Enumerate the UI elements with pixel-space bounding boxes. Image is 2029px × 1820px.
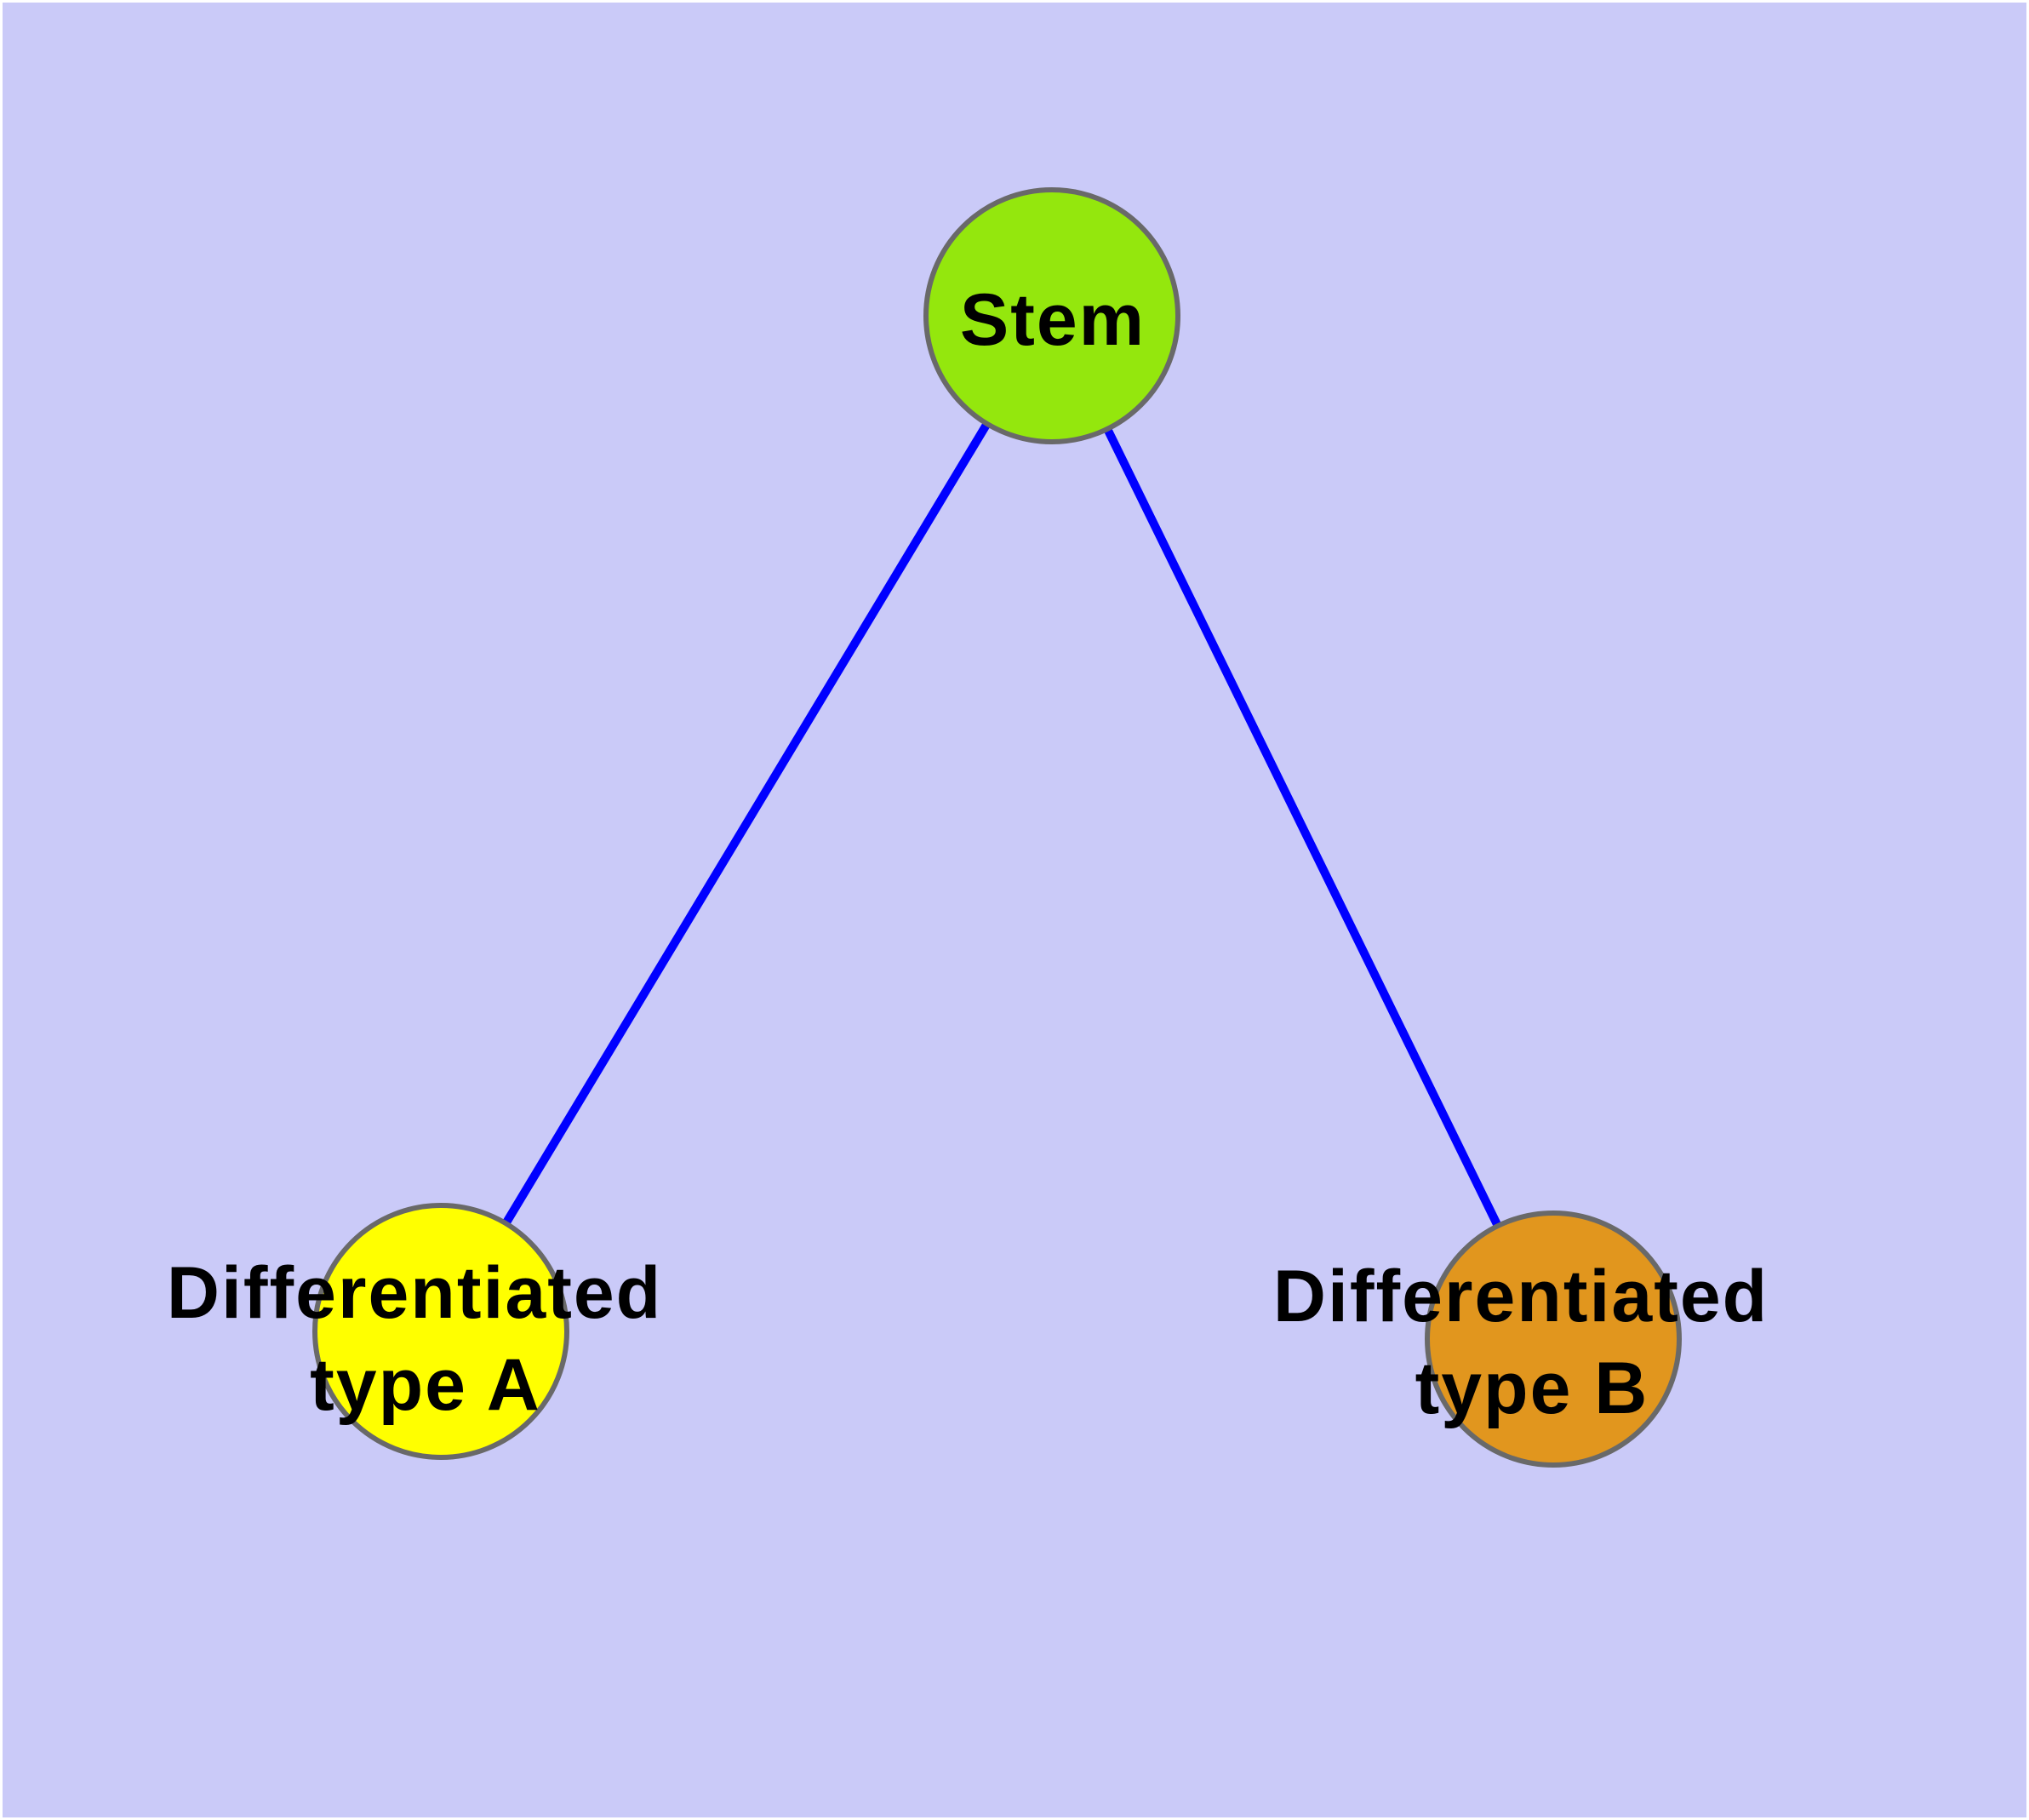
node-differentiated-type-b [1425, 1210, 1682, 1468]
node-type-b-label: Differentiated type B [1273, 1256, 1791, 1429]
edge-stem-to-type-a [437, 312, 1056, 1336]
node-type-b-label-line1: Differentiated [1273, 1256, 1769, 1337]
node-type-a-label-line1: Differentiated [167, 1252, 662, 1334]
node-type-a-label: Differentiated type A [167, 1252, 684, 1426]
node-stem-label: Stem [960, 279, 1146, 361]
node-stem [923, 187, 1180, 444]
edge-stem-to-type-b [1048, 312, 1557, 1343]
node-type-a-label-line2: type A [310, 1344, 541, 1426]
node-differentiated-type-a [312, 1203, 569, 1460]
node-type-b-label-line2: type B [1415, 1348, 1649, 1429]
